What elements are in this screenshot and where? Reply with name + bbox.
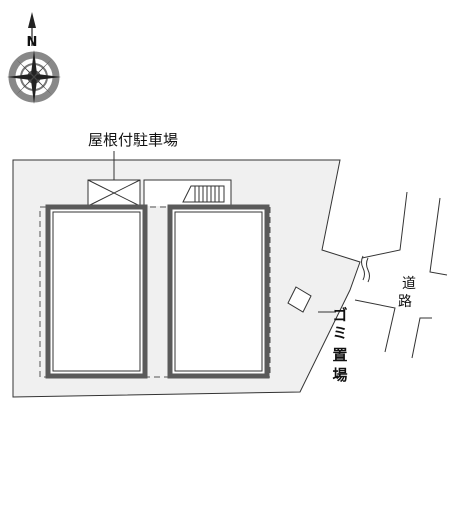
roof-parking-label: 屋根付駐車場	[88, 131, 178, 149]
garbage-label-char-2: ミ	[332, 324, 347, 342]
garbage-label-char-4: 場	[332, 366, 347, 384]
garbage-label: ゴ ミ 置 場	[332, 306, 347, 384]
road-label-char-2: 路	[398, 294, 412, 310]
north-label: N	[27, 35, 38, 50]
garbage-area-box	[287, 286, 312, 313]
garbage-label-char-1: ゴ	[332, 306, 347, 324]
roof-parking-box	[87, 179, 141, 207]
road	[354, 191, 448, 359]
building-left	[45, 204, 148, 379]
building-dashed-boundary	[39, 206, 271, 378]
road-label: 道 路	[398, 276, 416, 310]
building-right	[167, 204, 270, 379]
north-arrow	[28, 12, 36, 28]
staircase	[182, 185, 225, 203]
compass-rose: N	[7, 12, 61, 104]
road-label-char-1: 道	[402, 276, 416, 292]
garbage-label-char-3: 置	[332, 346, 347, 364]
